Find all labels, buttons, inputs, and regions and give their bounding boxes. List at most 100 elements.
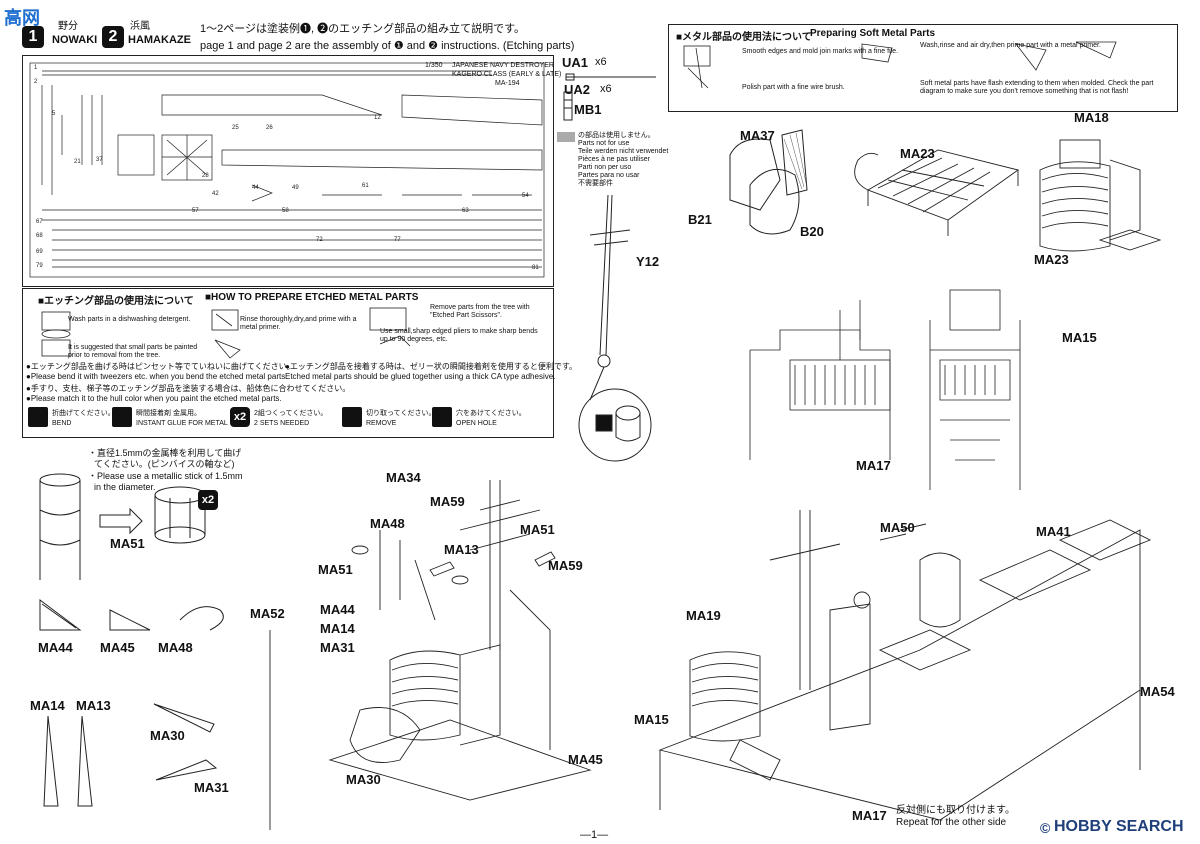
forward-bridge-assembly-drawing bbox=[269, 480, 592, 830]
ua1-drawing bbox=[565, 73, 656, 81]
sheet-subtitle: KAGERO CLASS (EARLY & LATE) bbox=[452, 71, 562, 78]
svg-text:58: 58 bbox=[282, 208, 289, 214]
part-label-ma48-b: MA48 bbox=[370, 516, 405, 531]
part-label-ma17-b: MA17 bbox=[852, 808, 887, 823]
soft-step-1: Polish part with a fine wire brush. bbox=[742, 84, 845, 91]
mb1-drawing bbox=[563, 91, 573, 121]
part-label-ma45-b: MA45 bbox=[568, 752, 603, 767]
part-label-ma52: MA52 bbox=[250, 606, 285, 621]
sheet-scale: 1/350 bbox=[425, 62, 443, 69]
etch-step-4: Remove parts from the tree with "Etched … bbox=[430, 304, 530, 319]
part-label-ma30-b: MA30 bbox=[346, 772, 381, 787]
etch-note-3: Etched metal parts should be glued toget… bbox=[285, 372, 556, 381]
svg-text:57: 57 bbox=[192, 208, 199, 214]
part-label-ma18: MA18 bbox=[1074, 110, 1109, 125]
part-label-ma31-b: MA31 bbox=[320, 640, 355, 655]
part-label-mb1: MB1 bbox=[574, 102, 602, 117]
legend-glue-en: INSTANT GLUE FOR METAL bbox=[136, 420, 228, 427]
glue-icon bbox=[112, 407, 132, 427]
part-label-ma31: MA31 bbox=[194, 780, 229, 795]
nowaki-badge: 1 bbox=[22, 26, 44, 48]
part-label-ma41: MA41 bbox=[1036, 524, 1071, 539]
rod-note-en2: in the diameter. bbox=[94, 482, 156, 492]
part-label-ua2: UA2 bbox=[564, 82, 591, 97]
svg-text:21: 21 bbox=[74, 159, 81, 165]
svg-text:25: 25 bbox=[232, 125, 239, 131]
ma23-frame-drawing bbox=[854, 149, 1020, 236]
part-label-ma23: MA23 bbox=[900, 146, 935, 161]
not-used-swatch bbox=[557, 132, 575, 142]
ma30-ma31-drawing bbox=[153, 703, 218, 781]
ma18-superstructure-drawing bbox=[1039, 139, 1162, 252]
svg-text:1: 1 bbox=[34, 65, 38, 71]
not-used-line-5: 不需要部件 bbox=[578, 180, 613, 187]
svg-text:49: 49 bbox=[292, 185, 299, 191]
part-label-ma13-b: MA13 bbox=[444, 542, 479, 557]
hamakaze-badge: 2 bbox=[102, 26, 124, 48]
not-used-line-4: Partes para no usar bbox=[578, 172, 640, 179]
not-used-line-1: Teile werden nicht verwendet bbox=[578, 148, 669, 155]
remove-icon bbox=[342, 407, 362, 427]
part-qty-ua2: x6 bbox=[600, 83, 612, 95]
etch-usage-illustrations bbox=[41, 307, 411, 359]
svg-text:5: 5 bbox=[52, 111, 56, 117]
part-label-ma44: MA44 bbox=[38, 640, 73, 655]
part-label-ma59: MA59 bbox=[430, 494, 465, 509]
svg-text:44: 44 bbox=[252, 185, 259, 191]
header-desc-jp: 1〜2ページは塗装例❶, ❷のエッチング部品の組み立て説明です。 bbox=[200, 23, 526, 35]
part-label-ma59-b: MA59 bbox=[548, 558, 583, 573]
svg-text:54: 54 bbox=[522, 193, 529, 199]
not-used-line-0: Parts not for use bbox=[578, 140, 630, 147]
part-label-ua1: UA1 bbox=[562, 55, 589, 70]
rod-note-jp1: ・直径1.5mmの金属棒を利用して曲げ bbox=[88, 448, 242, 458]
nowaki-label: NOWAKI bbox=[52, 34, 98, 46]
soft-metal-title-en: Preparing Soft Metal Parts bbox=[810, 28, 936, 39]
repeat-note-en: Repeat for the other side bbox=[896, 817, 1007, 828]
rod-note-jp2: てください。(ピンバイスの軸など) bbox=[94, 459, 235, 469]
x2-badge: x2 bbox=[198, 490, 218, 510]
etch-step-0: Wash parts in a dishwashing detergent. bbox=[68, 316, 191, 323]
part-label-b21: B21 bbox=[688, 212, 712, 227]
not-used-jp: の部品は使用しません。 bbox=[578, 132, 655, 139]
b20-b21-drawing bbox=[729, 129, 808, 235]
etch-note-5: ●Please match it to the hull color when … bbox=[26, 394, 282, 403]
etch-note-0: ●エッチング部品を曲げる時はピンセット等でていねいに曲げてください。 bbox=[26, 362, 295, 371]
etch-note-2: ●エッチング部品を接着する時は、ゼリー状の瞬間接着剤を使用すると便利です。 bbox=[285, 362, 578, 371]
part-label-ma48: MA48 bbox=[158, 640, 193, 655]
y12-mast-drawing bbox=[578, 194, 652, 462]
soft-step-2: Wash,rinse and air dry,then prime part w… bbox=[920, 42, 1101, 49]
nowaki-jp: 野分 bbox=[58, 21, 78, 32]
legend-bend-jp: 折曲げてください。 bbox=[52, 410, 115, 417]
svg-text:81: 81 bbox=[532, 265, 539, 271]
small-brackets-drawing bbox=[39, 599, 224, 631]
part-label-ma51-c: MA51 bbox=[318, 562, 353, 577]
part-label-ma30: MA30 bbox=[150, 728, 185, 743]
soft-metal-title-jp: ■メタル部品の使用法について bbox=[676, 32, 812, 43]
part-label-ma51-b: MA51 bbox=[520, 522, 555, 537]
svg-text:28: 28 bbox=[202, 173, 209, 179]
part-label-ma45: MA45 bbox=[100, 640, 135, 655]
bridge-views-drawing bbox=[749, 289, 1021, 490]
svg-text:69: 69 bbox=[36, 249, 43, 255]
etch-step-2: Rinse thoroughly,dry,and prime with a me… bbox=[240, 316, 357, 331]
part-label-ma34: MA34 bbox=[386, 470, 421, 485]
part-label-ma14-b: MA14 bbox=[320, 621, 355, 636]
part-label-ma50: MA50 bbox=[880, 520, 915, 535]
svg-text:12: 12 bbox=[374, 115, 381, 121]
svg-text:72: 72 bbox=[316, 237, 323, 243]
svg-text:61: 61 bbox=[362, 183, 369, 189]
page-number: —1— bbox=[580, 829, 609, 841]
svg-text:77: 77 bbox=[394, 237, 401, 243]
part-label-ma37: MA37 bbox=[740, 128, 775, 143]
open-hole-icon bbox=[432, 407, 452, 427]
soft-metal-illustrations bbox=[683, 41, 1117, 89]
sheet-code: MA-194 bbox=[495, 80, 520, 87]
part-label-ma17: MA17 bbox=[856, 458, 891, 473]
soft-step-0: Smooth edges and mold join marks with a … bbox=[742, 48, 899, 55]
svg-text:79: 79 bbox=[36, 263, 43, 269]
part-label-ma54: MA54 bbox=[1140, 684, 1175, 699]
part-label-ma51: MA51 bbox=[110, 536, 145, 551]
part-label-ma19: MA19 bbox=[686, 608, 721, 623]
repeat-note-jp: 反対側にも取り付けます。 bbox=[896, 805, 1015, 816]
